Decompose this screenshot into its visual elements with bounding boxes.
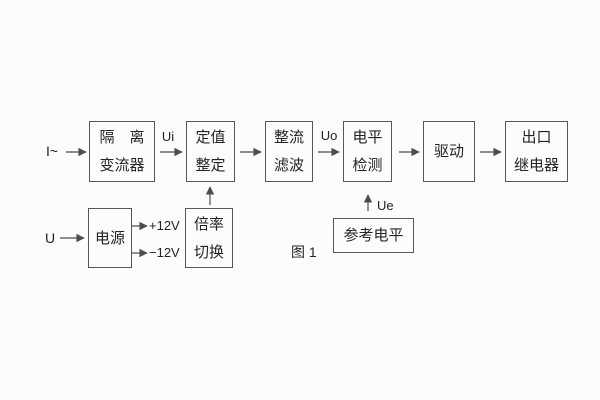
block-label-line: 参考电平 [343, 227, 404, 244]
block-label-line: 电平 [352, 129, 383, 146]
block-label-line: 检测 [352, 157, 383, 174]
block-label-line: 出口 [521, 129, 552, 146]
label-input-current: I~ [45, 143, 59, 159]
block-ratio-switching: 倍率 切换 [185, 208, 233, 268]
label-signal-uo: Uo [320, 128, 338, 143]
block-label-line: 变流器 [99, 157, 145, 174]
block-label-line: 切换 [193, 243, 224, 261]
label-input-voltage: U [44, 230, 56, 246]
block-level-detection: 电平 检测 [343, 121, 392, 182]
block-rectify-filter: 整流 滤波 [265, 121, 313, 182]
block-drive: 驱动 [423, 121, 475, 182]
block-label-line: 整定 [195, 157, 226, 174]
block-label-line: 倍率 [193, 215, 224, 233]
block-label-line: 隔 离 [99, 129, 145, 146]
label-rail-negative: −12V [149, 245, 180, 260]
label-signal-ue: Ue [377, 198, 394, 213]
block-setpoint-adjustment: 定值 整定 [186, 121, 235, 182]
block-label-line: 驱动 [433, 143, 464, 160]
block-label-line: 继电器 [513, 157, 559, 174]
figure-caption: 图 1 [291, 244, 317, 260]
block-power-supply: 电源 [88, 208, 132, 268]
label-rail-positive: +12V [149, 218, 180, 233]
label-signal-ui: Ui [161, 129, 175, 144]
block-reference-level: 参考电平 [333, 218, 414, 253]
block-label-line: 滤波 [273, 157, 304, 174]
block-isolation-converter: 隔 离 变流器 [89, 121, 155, 182]
block-label-line: 整流 [273, 129, 304, 146]
block-output-relay: 出口 继电器 [505, 121, 568, 182]
block-label-line: 电源 [94, 229, 125, 247]
block-label-line: 定值 [195, 129, 226, 146]
